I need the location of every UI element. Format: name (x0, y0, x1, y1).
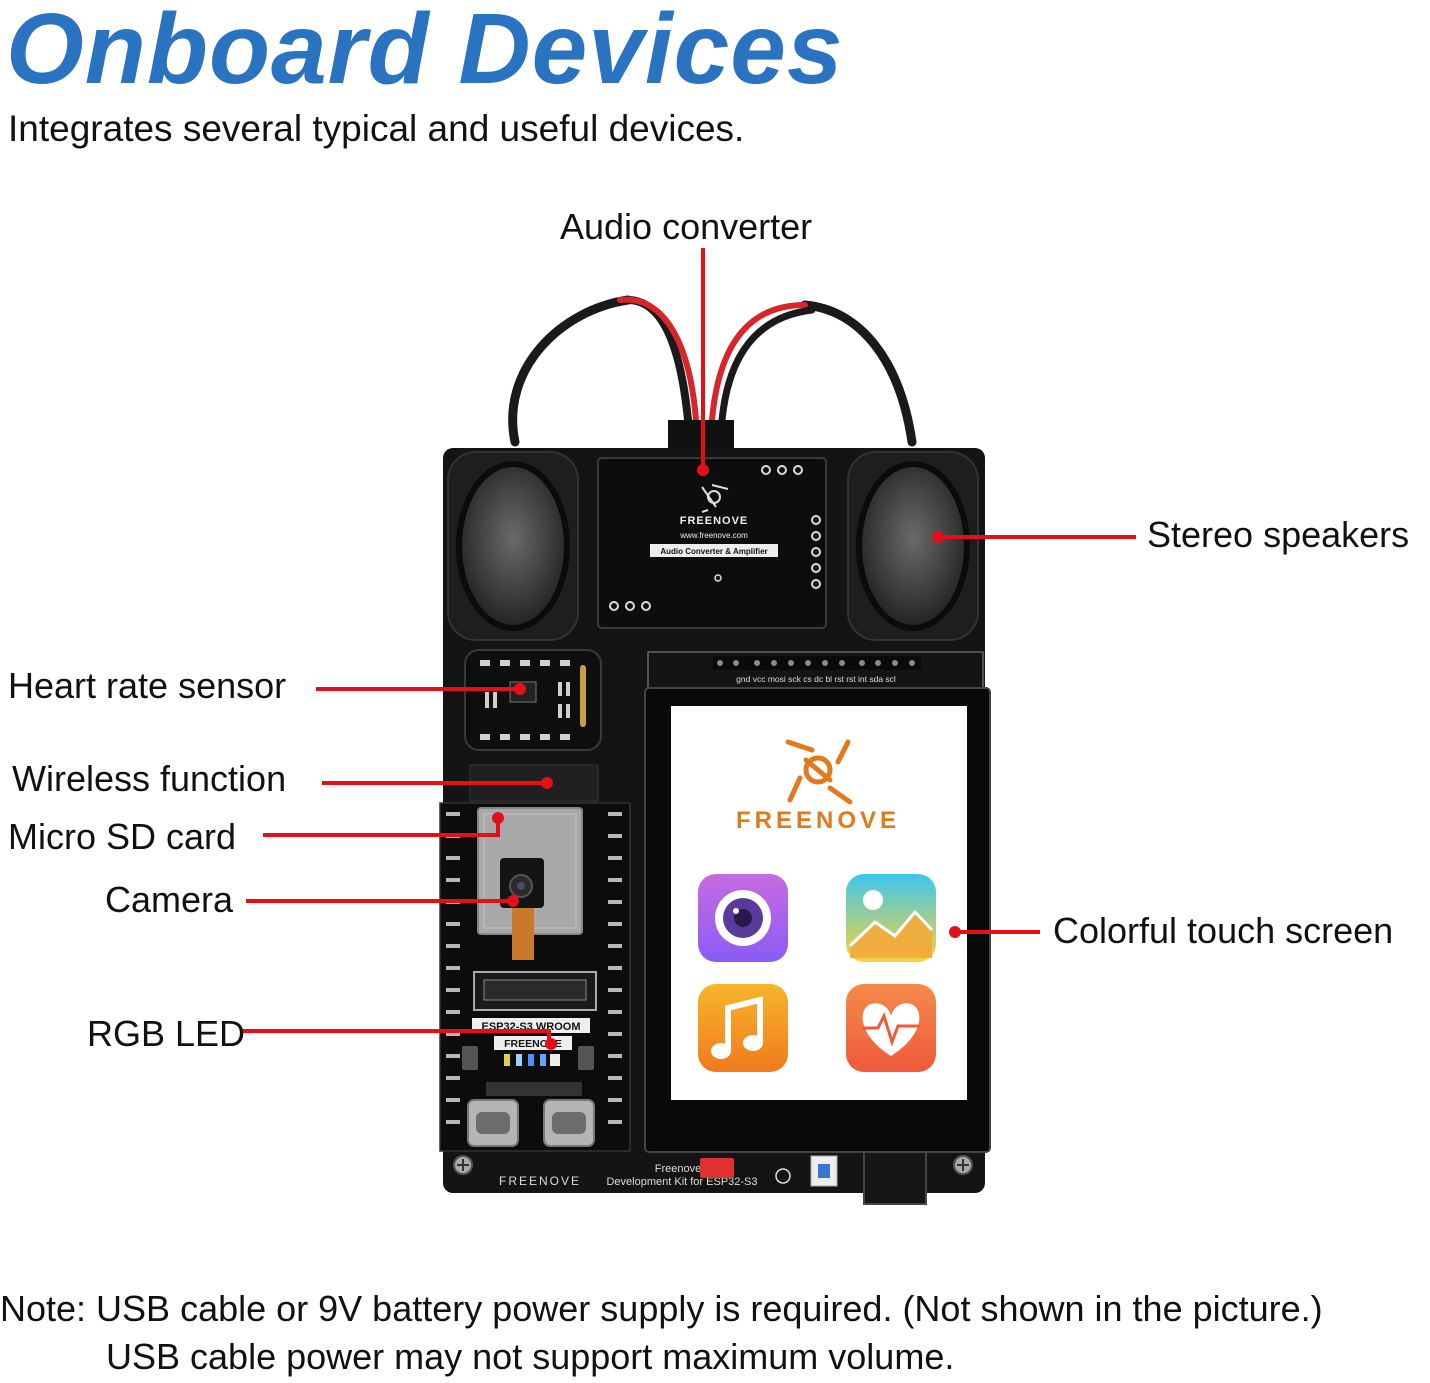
kit-label-2: Development Kit for ESP32-S3 (606, 1176, 757, 1188)
note-line-1: Note: USB cable or 9V battery power supp… (0, 1288, 1323, 1329)
touch-screen-module: FREENOVE (644, 687, 991, 1153)
en-button (462, 1046, 478, 1070)
freenove-logo-icon (785, 739, 853, 805)
music-app-icon (698, 984, 788, 1072)
battery-jack (863, 1151, 927, 1205)
rgb-led (550, 1054, 560, 1066)
right-speaker (847, 451, 979, 641)
left-speaker (447, 451, 579, 641)
leader-lines (243, 248, 1136, 1040)
label-touch-screen: Colorful touch screen (1053, 910, 1394, 951)
boot-button (578, 1046, 594, 1070)
board-bottom-details: FREENOVE Freenove Development Kit for ES… (453, 1151, 973, 1205)
page-subtitle: Integrates several typical and useful de… (8, 108, 745, 149)
label-micro-sd-card: Micro SD card (8, 816, 237, 857)
amp-brand: FREENOVE (680, 515, 749, 527)
label-audio-converter: Audio converter (560, 206, 813, 247)
screen-brand: FREENOVE (736, 807, 900, 834)
audio-converter-module: FREENOVE www.freenove.com Audio Converte… (597, 457, 827, 629)
page-title: Onboard Devices (6, 0, 844, 105)
amp-url: www.freenove.com (679, 531, 748, 540)
heart-rate-sensor-module (464, 649, 602, 751)
label-camera: Camera (105, 879, 234, 920)
kit-label-1: Freenove (655, 1163, 701, 1175)
label-heart-rate-sensor: Heart rate sensor (8, 665, 287, 706)
esp32-module-board: ESP32-S3 WROOM FREENOVE (439, 802, 631, 1152)
header-pin-labels: gnd vcc mosi sck cs dc bl rst rst int sd… (736, 674, 896, 684)
gallery-app-icon (846, 874, 936, 962)
leader-micro-sd (263, 820, 500, 837)
bottom-brand: FREENOVE (499, 1174, 581, 1188)
leader-dots (492, 464, 961, 1050)
camera-ribbon-cable (512, 908, 534, 960)
amp-label: Audio Converter & Amplifier (660, 547, 767, 556)
power-icon (775, 1168, 791, 1184)
label-stereo-speakers: Stereo speakers (1147, 514, 1410, 555)
speaker-cables (508, 295, 917, 460)
pin-header: gnd vcc mosi sck cs dc bl rst rst int sd… (647, 651, 984, 689)
camera-app-icon (698, 874, 788, 962)
power-switch (700, 1158, 734, 1178)
note-line-2: USB cable power may not support maximum … (106, 1336, 955, 1377)
label-rgb-led: RGB LED (87, 1013, 246, 1054)
heart-app-icon (846, 984, 936, 1072)
leader-rgb-led (243, 1029, 551, 1040)
label-wireless-function: Wireless function (12, 758, 287, 799)
